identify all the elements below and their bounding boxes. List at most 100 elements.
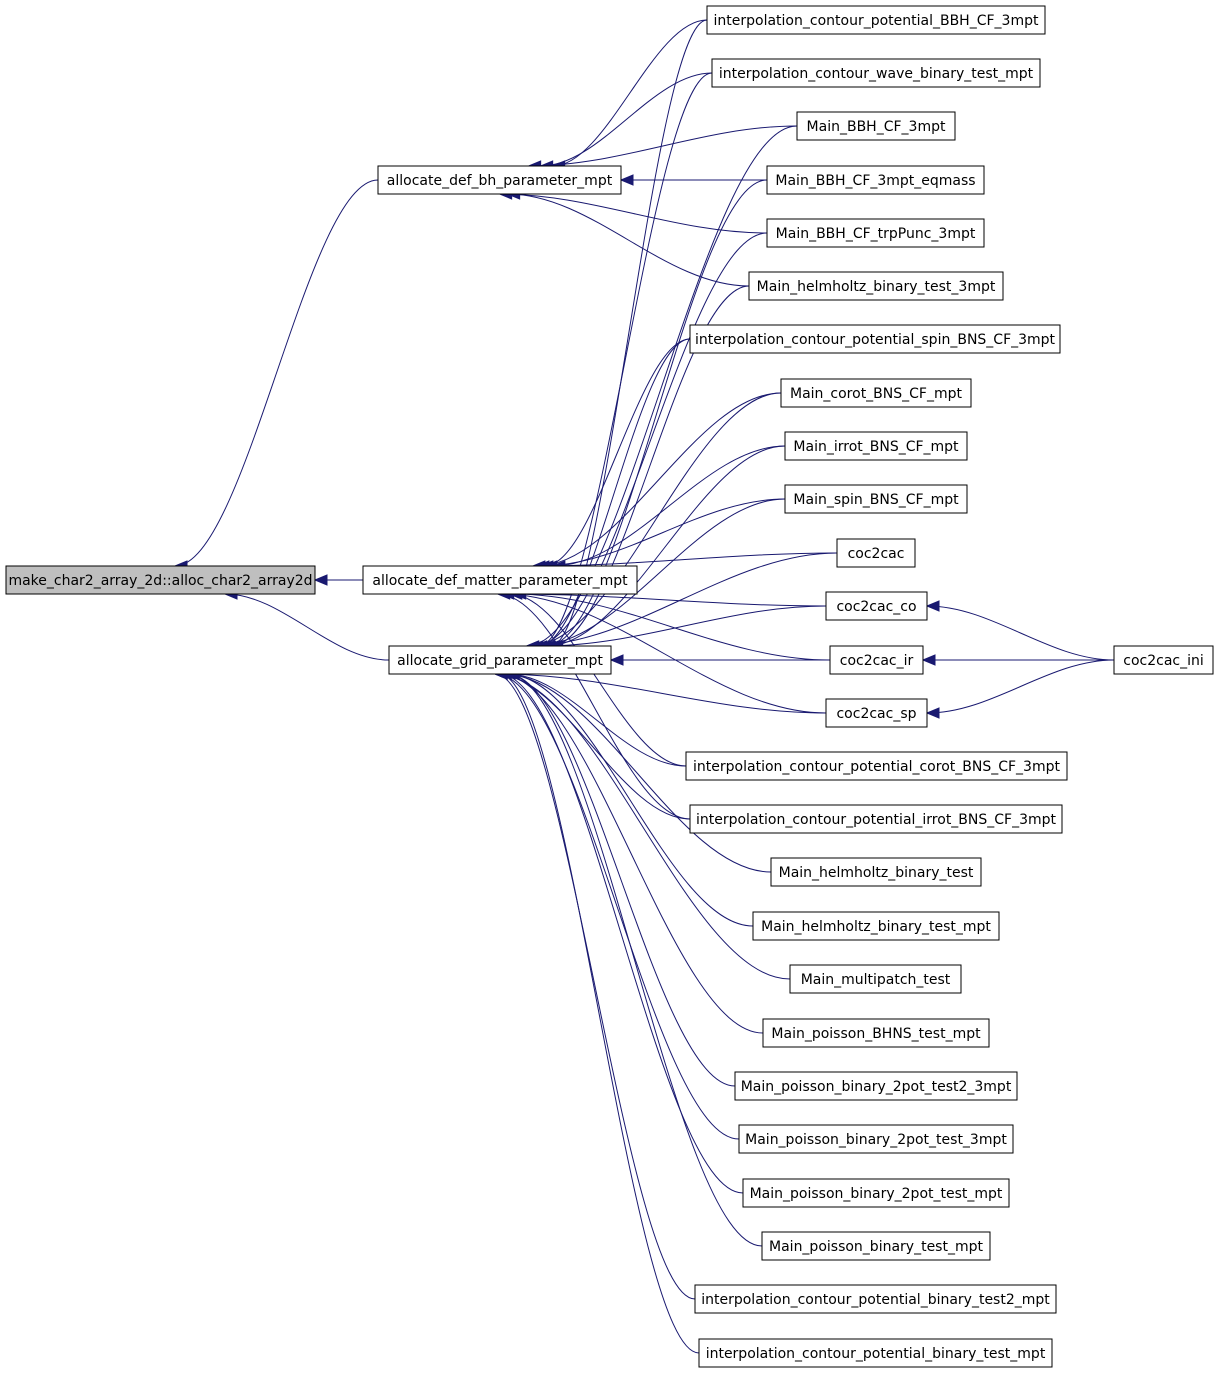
edge-n2-to-bh [539, 72, 713, 172]
edge-line [499, 673, 827, 714]
node-n1[interactable]: interpolation_contour_potential_BBH_CF_3… [706, 5, 1046, 35]
node-n19[interactable]: Main_multipatch_test [789, 964, 962, 994]
edge-matter-to-root [313, 574, 363, 586]
node-n12[interactable]: coc2cac_co [825, 591, 928, 621]
edge-line [538, 72, 713, 647]
node-n22[interactable]: Main_poisson_binary_2pot_test_3mpt [738, 1124, 1014, 1154]
node-n11[interactable]: coc2cac [836, 538, 916, 568]
edge-line [507, 673, 754, 927]
edge-n1-to-grid [549, 19, 708, 652]
node-n23[interactable]: Main_poisson_binary_2pot_test_mpt [742, 1178, 1010, 1208]
node-box [706, 5, 1046, 35]
edge-line [536, 392, 782, 567]
node-n20[interactable]: Main_poisson_BHNS_test_mpt [762, 1018, 990, 1048]
node-box [748, 271, 1004, 301]
node-n25[interactable]: interpolation_contour_potential_binary_t… [694, 1284, 1057, 1314]
node-box [784, 484, 968, 514]
node-n4[interactable]: Main_BBH_CF_3mpt_eqmass [766, 165, 985, 195]
edges-layer [173, 19, 1115, 1354]
node-label: interpolation_contour_potential_irrot_BN… [696, 812, 1057, 828]
node-n8[interactable]: Main_corot_BNS_CF_mpt [780, 378, 972, 408]
node-n7[interactable]: interpolation_contour_potential_spin_BNS… [689, 324, 1061, 354]
node-n10[interactable]: Main_spin_BNS_CF_mpt [784, 484, 968, 514]
node-n14[interactable]: coc2cac_sp [825, 698, 928, 728]
edge-n9-to-matter [551, 445, 786, 572]
node-label: Main_spin_BNS_CF_mpt [793, 492, 959, 508]
node-label: Main_helmholtz_binary_test_3mpt [757, 279, 996, 295]
node-n13[interactable]: coc2cac_ir [829, 645, 924, 675]
edge-line [528, 125, 798, 167]
node-box [388, 645, 612, 675]
edge-line [550, 19, 708, 647]
edge-n20-to-grid [497, 668, 764, 1034]
edge-line [552, 19, 708, 167]
node-matter[interactable]: allocate_def_matter_parameter_mpt [362, 565, 638, 595]
edge-line [532, 552, 838, 567]
edge-line [540, 498, 786, 567]
node-n9[interactable]: Main_irrot_BNS_CF_mpt [784, 431, 968, 461]
edge-line [499, 193, 768, 234]
edge-n18-to-grid [505, 668, 754, 927]
node-n21[interactable]: Main_poisson_binary_2pot_test2_3mpt [734, 1071, 1018, 1101]
node-ini[interactable]: coc2cac_ini [1113, 645, 1214, 675]
arrowhead-icon [619, 174, 634, 186]
edge-line [550, 285, 750, 647]
edge-line [509, 593, 687, 767]
node-label: Main_poisson_binary_test_mpt [769, 1239, 983, 1255]
edge-n23-to-grid [497, 668, 744, 1194]
node-n26[interactable]: interpolation_contour_potential_binary_t… [698, 1338, 1053, 1368]
node-box [694, 1284, 1057, 1314]
node-n5[interactable]: Main_BBH_CF_trpPunc_3mpt [766, 218, 985, 248]
edge-n25-to-grid [493, 668, 696, 1300]
node-label: Main_BBH_CF_trpPunc_3mpt [776, 226, 976, 242]
node-label: coc2cac_sp [836, 706, 916, 722]
node-label: interpolation_contour_potential_binary_t… [701, 1292, 1050, 1308]
node-n18[interactable]: Main_helmholtz_binary_test_mpt [752, 911, 1000, 941]
node-box [689, 324, 1061, 354]
arrowhead-icon [313, 574, 328, 586]
edge-n8-to-grid [529, 392, 782, 652]
node-label: Main_poisson_binary_2pot_test2_3mpt [741, 1079, 1012, 1095]
node-box [1113, 645, 1214, 675]
node-box [770, 857, 982, 887]
node-box [377, 165, 622, 195]
node-box [825, 591, 928, 621]
node-grid[interactable]: allocate_grid_parameter_mpt [388, 645, 612, 675]
node-label: coc2cac_ir [840, 653, 914, 669]
node-label: interpolation_contour_potential_BBH_CF_3… [714, 13, 1039, 29]
node-n15[interactable]: interpolation_contour_potential_corot_BN… [685, 751, 1068, 781]
node-label: interpolation_contour_potential_spin_BNS… [695, 332, 1056, 348]
node-box [711, 58, 1041, 88]
node-n16[interactable]: interpolation_contour_potential_irrot_BN… [689, 804, 1063, 834]
arrowhead-icon [609, 654, 624, 666]
node-n2[interactable]: interpolation_contour_wave_binary_test_m… [711, 58, 1041, 88]
node-box [761, 1231, 991, 1261]
node-label: Main_helmholtz_binary_test [779, 865, 974, 881]
node-n24[interactable]: Main_poisson_binary_test_mpt [761, 1231, 991, 1261]
nodes-layer: make_char2_array_2d::alloc_char2_array2d… [5, 5, 1214, 1368]
node-label: interpolation_contour_potential_corot_BN… [693, 759, 1060, 775]
node-n17[interactable]: Main_helmholtz_binary_test [770, 857, 982, 887]
edge-line [501, 593, 827, 714]
node-label: Main_poisson_binary_2pot_test_3mpt [745, 1132, 1007, 1148]
node-label: Main_irrot_BNS_CF_mpt [793, 439, 959, 455]
node-label: allocate_grid_parameter_mpt [397, 653, 603, 669]
node-box [738, 1124, 1014, 1154]
node-label: interpolation_contour_potential_binary_t… [706, 1346, 1046, 1362]
node-n3[interactable]: Main_BBH_CF_3mpt [796, 111, 956, 141]
node-bh[interactable]: allocate_def_bh_parameter_mpt [377, 165, 622, 195]
edge-n3-to-bh [527, 125, 798, 172]
edge-n21-to-grid [505, 668, 736, 1087]
edge-line [499, 673, 764, 1034]
node-n6[interactable]: Main_helmholtz_binary_test_3mpt [748, 271, 1004, 301]
edge-line [546, 445, 786, 647]
node-root[interactable]: make_char2_array_2d::alloc_char2_array2d [5, 565, 316, 595]
edge-line [534, 498, 786, 647]
arrowhead-icon [925, 600, 940, 612]
edge-n13-to-grid [609, 654, 830, 666]
edge-line [174, 179, 379, 567]
edge-n9-to-grid [545, 445, 786, 652]
node-box [5, 565, 316, 595]
node-box [762, 1018, 990, 1048]
edge-line [507, 193, 750, 287]
